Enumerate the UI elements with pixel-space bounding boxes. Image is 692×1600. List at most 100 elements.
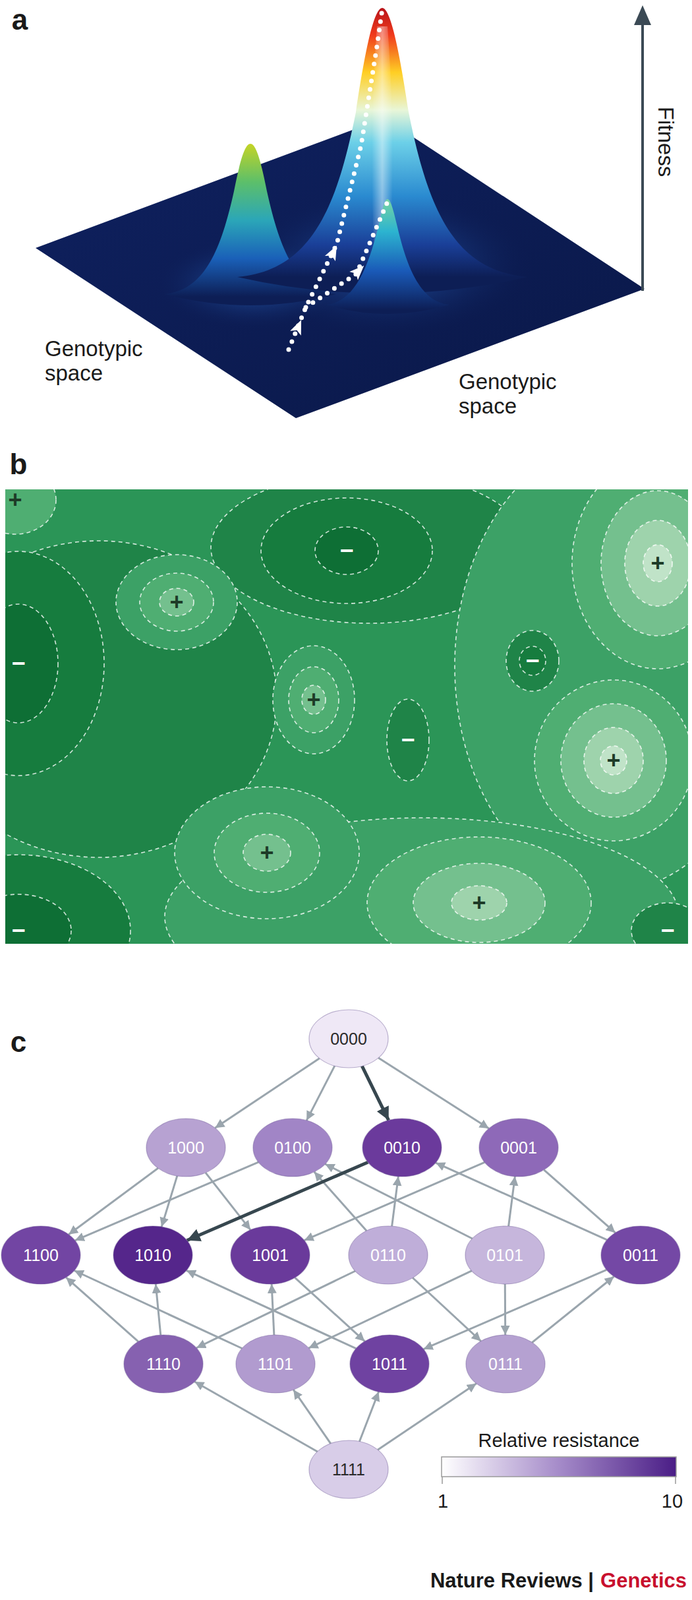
genotype-node: 1111 xyxy=(308,1438,389,1499)
walk-arrowhead xyxy=(289,317,307,336)
contour-low xyxy=(315,526,379,575)
genotype-node: 1001 xyxy=(230,1224,311,1284)
legend-tick: 1 xyxy=(437,1489,449,1511)
peak-sign: + xyxy=(259,838,274,866)
genotype-node: 1011 xyxy=(349,1333,430,1393)
legend-tick: 10 xyxy=(661,1489,683,1511)
contour-high xyxy=(174,786,360,919)
mutation-arrow xyxy=(295,1276,366,1340)
genotype-code: 0011 xyxy=(622,1244,659,1265)
node-ellipse xyxy=(465,1225,545,1284)
axis-label: Genotypic space xyxy=(44,336,164,386)
node-ellipse xyxy=(309,1009,389,1067)
mutation-arrow xyxy=(293,1388,331,1443)
node-ellipse xyxy=(348,1225,428,1284)
genotype-node: 0011 xyxy=(600,1224,681,1284)
contour-low xyxy=(386,698,430,781)
genotype-node: 0010 xyxy=(361,1117,443,1177)
genotype-node: 0001 xyxy=(478,1117,559,1177)
valley-sign: − xyxy=(525,647,540,674)
peak-sign: + xyxy=(650,549,665,577)
mutation-arrow xyxy=(378,1057,490,1128)
contour-high xyxy=(214,812,320,892)
mutation-arrow xyxy=(306,1065,335,1120)
node-ellipse xyxy=(309,1439,389,1498)
panel-letter: a xyxy=(11,3,28,36)
contour-high xyxy=(301,684,326,714)
genotype-code: 0001 xyxy=(500,1137,538,1157)
contour-high xyxy=(243,833,291,871)
mutation-arrow xyxy=(508,1175,516,1226)
valley-sign: − xyxy=(11,916,26,944)
node-ellipse xyxy=(1,1225,81,1284)
axis-label: Fitness xyxy=(653,106,679,177)
axis-label: Genotypic space xyxy=(458,369,578,419)
contour-low xyxy=(519,645,546,675)
genotype-code: 0010 xyxy=(383,1137,421,1157)
legend-title: Relative resistance xyxy=(478,1428,640,1450)
contour-map xyxy=(5,489,689,944)
peak-sign: + xyxy=(306,686,321,713)
contour-high xyxy=(583,726,644,793)
genotype-node: 1000 xyxy=(145,1117,227,1177)
genotype-node: 0100 xyxy=(252,1117,333,1177)
genotype-node: 1101 xyxy=(235,1333,316,1393)
panel-letter: c xyxy=(10,1024,27,1058)
genotype-code: 1010 xyxy=(134,1244,172,1265)
valley-sign: − xyxy=(660,916,675,944)
genotype-code: 1000 xyxy=(167,1137,205,1157)
contour-high xyxy=(288,666,339,733)
contour-high xyxy=(643,544,673,582)
genotype-node: 0111 xyxy=(465,1333,546,1393)
node-ellipse xyxy=(235,1333,316,1392)
journal-footer: Nature Reviews |Genetics xyxy=(430,1568,687,1592)
contour-high xyxy=(139,572,214,631)
node-ellipse xyxy=(113,1225,193,1284)
node-ellipse xyxy=(230,1225,310,1284)
genotype-code: 0100 xyxy=(274,1137,312,1157)
mutation-arrow xyxy=(504,1283,507,1334)
contour-low xyxy=(506,630,559,691)
axis-arrowhead xyxy=(634,5,652,26)
contour-low xyxy=(5,854,131,944)
walk-arrowhead xyxy=(349,260,368,280)
mutation-arrow xyxy=(161,1175,178,1226)
adaptive-walk xyxy=(288,9,383,350)
genotype-code: 0110 xyxy=(370,1244,406,1265)
contour-high xyxy=(572,489,689,669)
node-ellipse xyxy=(465,1333,546,1392)
genotype-code: 0111 xyxy=(488,1353,523,1373)
mutation-arrow xyxy=(531,1275,614,1342)
contour-high xyxy=(624,519,689,606)
valley-sign: − xyxy=(400,726,415,753)
panel-letter: b xyxy=(9,447,28,480)
node-ellipse xyxy=(479,1117,559,1176)
node-ellipse xyxy=(349,1333,430,1392)
mutation-arrow xyxy=(359,1390,379,1441)
genotype-code: 1001 xyxy=(251,1244,289,1265)
mutation-arrow xyxy=(214,1057,319,1128)
genotype-code: 1011 xyxy=(371,1353,408,1373)
genotype-code: 1101 xyxy=(257,1353,294,1373)
mutation-arrow xyxy=(361,1065,389,1120)
genotype-code: 0101 xyxy=(486,1244,524,1265)
mutation-arrow xyxy=(65,1276,139,1341)
contour-low xyxy=(5,603,58,723)
adaptive-walk xyxy=(305,201,388,308)
mutation-arrow xyxy=(543,1169,615,1232)
contour-high xyxy=(601,490,689,636)
contour-low xyxy=(631,902,689,944)
genotype-code: 1100 xyxy=(23,1244,59,1265)
genotype-node: 1010 xyxy=(112,1224,194,1284)
contour-high xyxy=(272,645,355,754)
peak-sign: + xyxy=(7,486,22,513)
journal-name: Genetics xyxy=(600,1568,687,1592)
node-ellipse xyxy=(123,1333,203,1392)
fitness-landscape xyxy=(35,5,652,418)
peak-sign: + xyxy=(471,889,486,916)
genotype-node: 0000 xyxy=(308,1008,389,1068)
contour-high xyxy=(451,885,507,920)
valley-sign: − xyxy=(339,537,354,564)
